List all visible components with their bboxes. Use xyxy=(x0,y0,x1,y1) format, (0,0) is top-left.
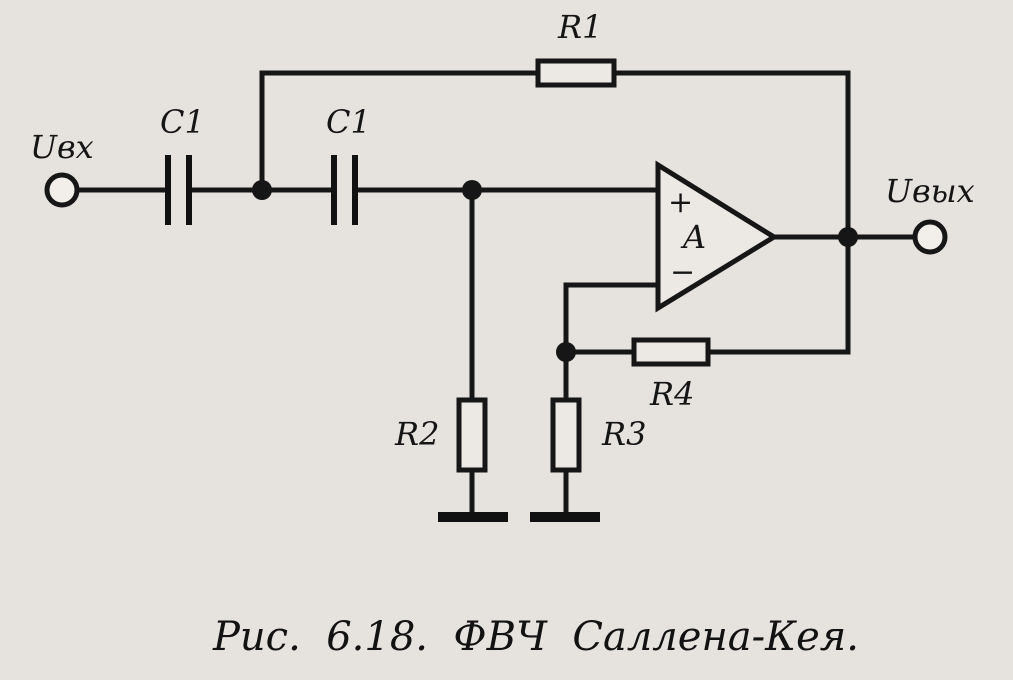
resistor-r1 xyxy=(535,58,617,88)
wire-r1-left xyxy=(259,70,541,193)
op-amp-triangle xyxy=(655,160,779,313)
label-minus: − xyxy=(670,255,695,290)
label-amp: A xyxy=(680,218,706,256)
resistor-r3 xyxy=(550,397,582,473)
junction-node xyxy=(462,180,482,200)
wire-r1-right xyxy=(611,70,851,240)
capacitor-c1-second xyxy=(331,155,358,225)
figure-caption: Рис. 6.18. ФВЧ Саллена-Кея. xyxy=(212,614,859,660)
label-r4: R4 xyxy=(649,375,694,413)
input-terminal xyxy=(44,172,80,208)
junction-node xyxy=(556,342,576,362)
resistor-r4 xyxy=(631,337,711,367)
resistor-r2 xyxy=(456,397,488,473)
label-r2: R2 xyxy=(394,415,439,453)
label-output: Uвых xyxy=(885,172,975,210)
label-plus: + xyxy=(668,185,693,220)
wire-r4-right xyxy=(705,234,851,355)
label-c1-second: C1 xyxy=(326,103,371,141)
output-terminal xyxy=(912,219,948,255)
capacitor-c1-first xyxy=(165,155,192,225)
label-r3: R3 xyxy=(601,415,646,453)
label-c1-first: C1 xyxy=(160,103,205,141)
label-input: Uвх xyxy=(30,128,94,166)
junction-node xyxy=(838,227,858,247)
junction-node xyxy=(252,180,272,200)
label-r1: R1 xyxy=(557,8,602,46)
